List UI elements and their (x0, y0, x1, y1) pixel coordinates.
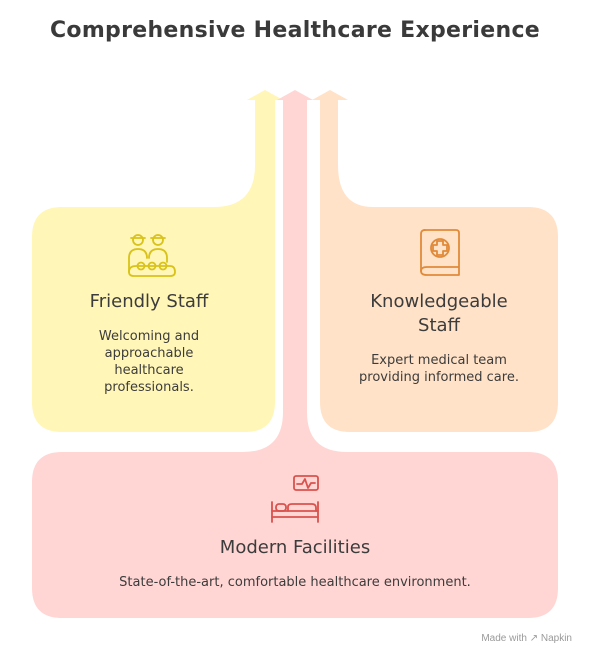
friendly-staff-icon (128, 234, 176, 277)
modern-facilities-title: Modern Facilities (219, 537, 371, 558)
napkin-logo-icon: ↗ (529, 633, 539, 644)
knowledgeable-staff-shape (312, 90, 558, 432)
friendly-staff-description: Welcoming and approachable healthcare pr… (98, 329, 200, 395)
knowledgeable-staff-card: Knowledgeable Staff Expert medical team … (334, 290, 544, 386)
friendly-staff-title: Friendly Staff (89, 291, 209, 312)
hospital-bed-monitor-icon (271, 475, 319, 523)
napkin-brand-label: Napkin (540, 633, 572, 644)
made-with-label: Made with (481, 633, 527, 644)
modern-facilities-card: Modern Facilities State-of-the-art, comf… (32, 536, 558, 591)
knowledgeable-staff-description: Expert medical team providing informed c… (359, 353, 519, 385)
made-with-napkin-badge[interactable]: Made with ↗ Napkin (481, 633, 572, 644)
modern-facilities-shape (32, 90, 558, 618)
friendly-staff-card: Friendly Staff Welcoming and approachabl… (44, 290, 254, 396)
friendly-staff-shape (32, 90, 283, 432)
page-title: Comprehensive Healthcare Experience (49, 18, 541, 43)
modern-facilities-description: State-of-the-art, comfortable healthcare… (119, 575, 471, 590)
knowledgeable-staff-title: Knowledgeable Staff (370, 291, 508, 336)
medical-book-icon (420, 229, 460, 276)
